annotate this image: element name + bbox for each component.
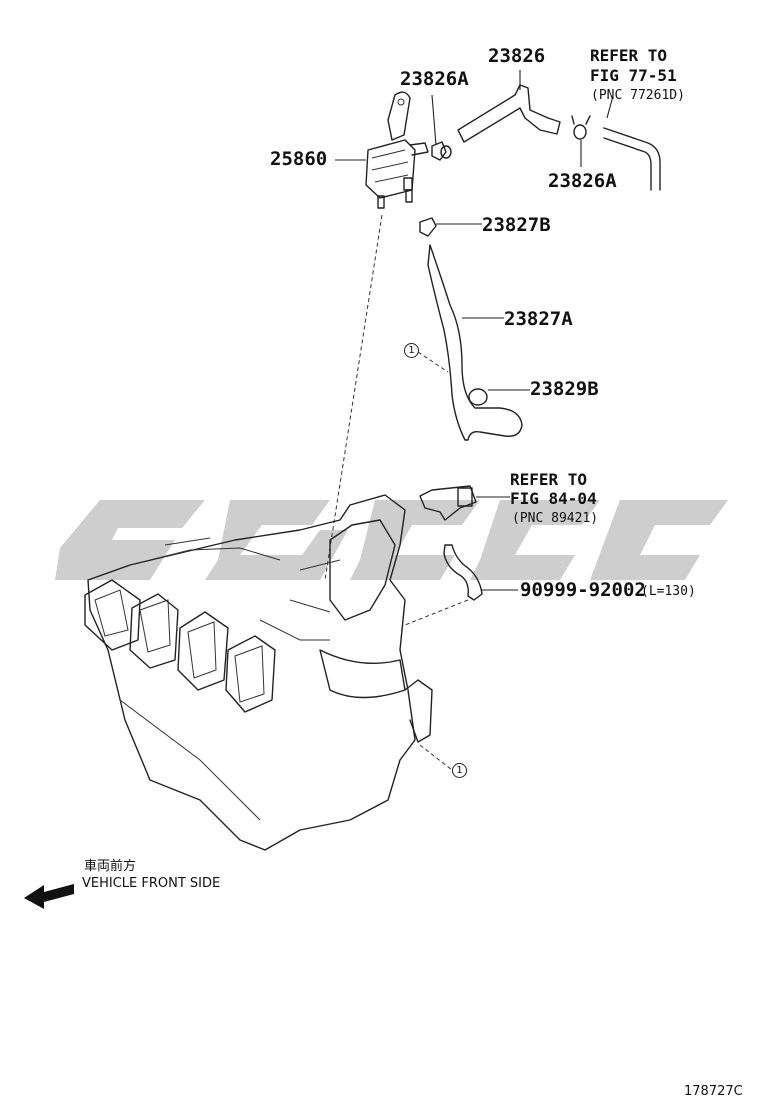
- clamp-23826a-top-drawing: [431, 141, 452, 161]
- dashed-connection-valve: [324, 214, 383, 581]
- clamp-23829b-drawing: [468, 388, 488, 406]
- ref-77-51-line1: REFER TO: [590, 46, 668, 65]
- leader-ref-77-51: [606, 95, 614, 119]
- part-25860-drawing: [365, 91, 429, 209]
- ref-84-04-line3: (PNC 89421): [512, 511, 599, 526]
- ref-77-51-line3: (PNC 77261D): [591, 88, 685, 103]
- marker-1-upper: 1: [404, 343, 419, 358]
- ref-hose-77-51-drawing: [603, 127, 661, 191]
- ref-84-04-line1: REFER TO: [510, 470, 588, 489]
- leader-marker-1-upper: [417, 351, 449, 373]
- front-side-japanese: 車両前方: [84, 859, 137, 874]
- label-90999-92002: 90999-92002: [520, 579, 646, 601]
- leader-marker-1-lower: [419, 744, 453, 771]
- dashed-connection-hose: [404, 599, 469, 626]
- figure-id: 178727C: [684, 1084, 743, 1099]
- ref-77-51-line2: FIG 77-51: [590, 66, 677, 85]
- label-23826: 23826: [488, 45, 546, 67]
- hose-23827a-drawing: [427, 244, 523, 441]
- label-23826a-top: 23826A: [400, 68, 469, 90]
- marker-1-lower: 1: [452, 763, 467, 778]
- label-23827a: 23827A: [504, 308, 573, 330]
- sensor-84-04-drawing: [419, 485, 477, 521]
- hose-90999-92002-drawing: [443, 544, 483, 601]
- clamp-23826a-right-drawing: [571, 115, 591, 140]
- front-arrow-icon: [24, 884, 74, 909]
- label-23826a-right: 23826A: [548, 170, 617, 192]
- intake-manifold-drawing: [84, 494, 433, 851]
- leader-23826a-top: [431, 94, 437, 146]
- front-side-english: VEHICLE FRONT SIDE: [82, 876, 221, 891]
- label-23829b: 23829B: [530, 378, 599, 400]
- label-23827b: 23827B: [482, 214, 551, 236]
- hose-23826-drawing: [457, 84, 561, 143]
- label-25860: 25860: [270, 148, 328, 170]
- clip-23827b-drawing: [419, 217, 437, 237]
- label-90999-length-note: (L=130): [641, 584, 696, 599]
- watermark-logo: [55, 500, 728, 580]
- ref-84-04-line2: FIG 84-04: [510, 489, 597, 508]
